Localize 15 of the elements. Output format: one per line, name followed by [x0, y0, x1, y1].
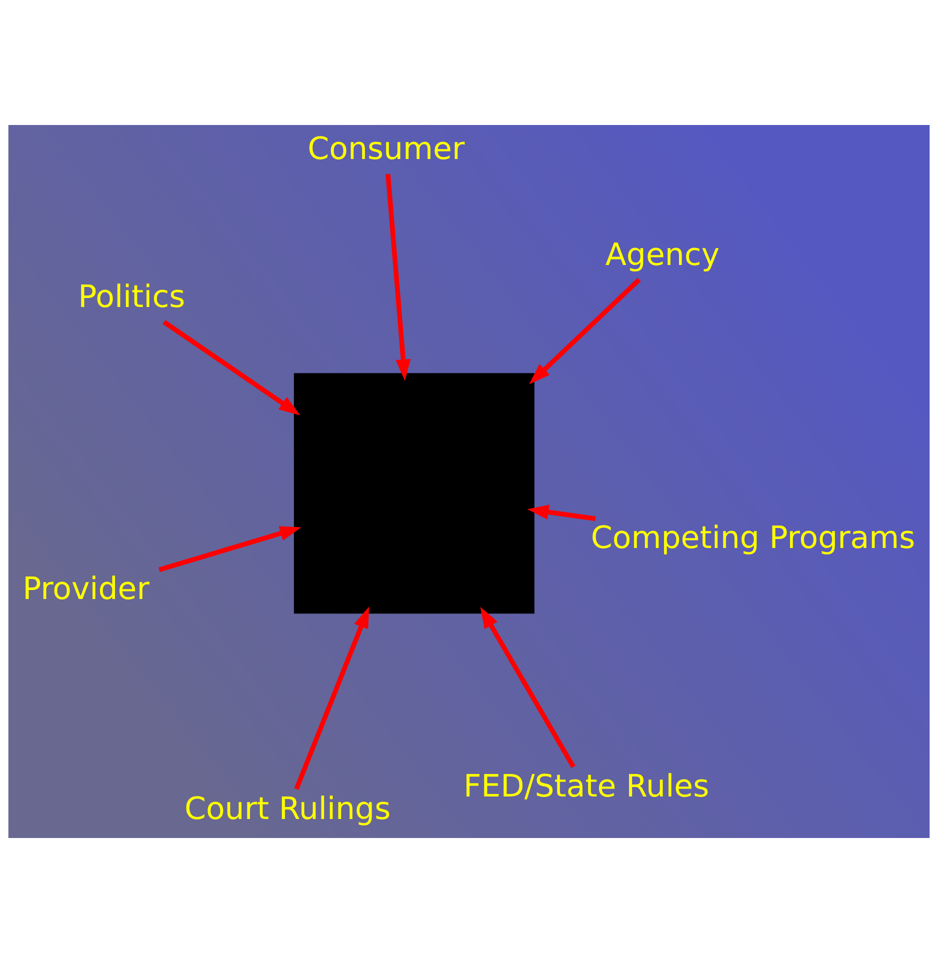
node-text: Competing Programs — [590, 520, 916, 556]
arrow — [527, 504, 596, 522]
node-box — [294, 373, 534, 614]
node-text: Consumer — [308, 131, 465, 168]
arrow — [480, 606, 576, 768]
node-text: Politics — [78, 279, 186, 316]
arrow — [162, 320, 300, 416]
node-text: FED/State Rules — [463, 768, 710, 804]
node-text: Court Rulings — [184, 790, 391, 827]
arrow — [158, 526, 302, 572]
node-text: Agency — [605, 236, 720, 273]
arrow — [529, 278, 641, 384]
node-text: Provider — [22, 571, 150, 608]
arrow — [386, 174, 411, 381]
arrow — [294, 606, 370, 790]
